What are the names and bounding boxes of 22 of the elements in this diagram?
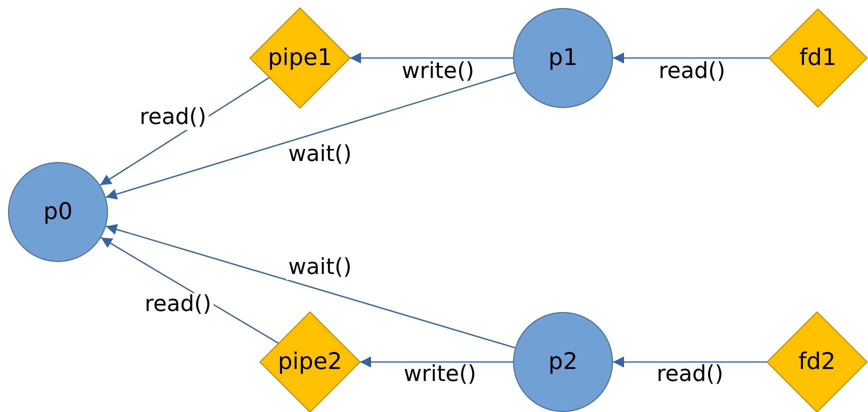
node-label: pipe1 <box>268 45 332 71</box>
node-label: p0 <box>43 199 73 225</box>
arrow <box>100 237 279 344</box>
resource-diamond <box>250 8 350 108</box>
arrow <box>613 356 767 368</box>
process-circle <box>513 312 613 412</box>
arrow <box>613 52 769 64</box>
node-label: fd1 <box>799 45 837 71</box>
process-circle <box>8 162 108 262</box>
resource-diamond <box>767 312 867 412</box>
resource-diamond <box>260 312 360 412</box>
arrow <box>360 356 513 368</box>
arrow <box>106 224 516 348</box>
process-circle <box>513 8 613 108</box>
node-label: fd2 <box>798 349 836 375</box>
resource-diamond <box>769 9 867 107</box>
node-label: p2 <box>548 349 578 375</box>
arrow <box>350 52 513 64</box>
arrow <box>106 72 516 200</box>
edge-label: write() <box>400 60 476 84</box>
node-label: p1 <box>548 45 578 71</box>
node-label: pipe2 <box>278 349 342 375</box>
